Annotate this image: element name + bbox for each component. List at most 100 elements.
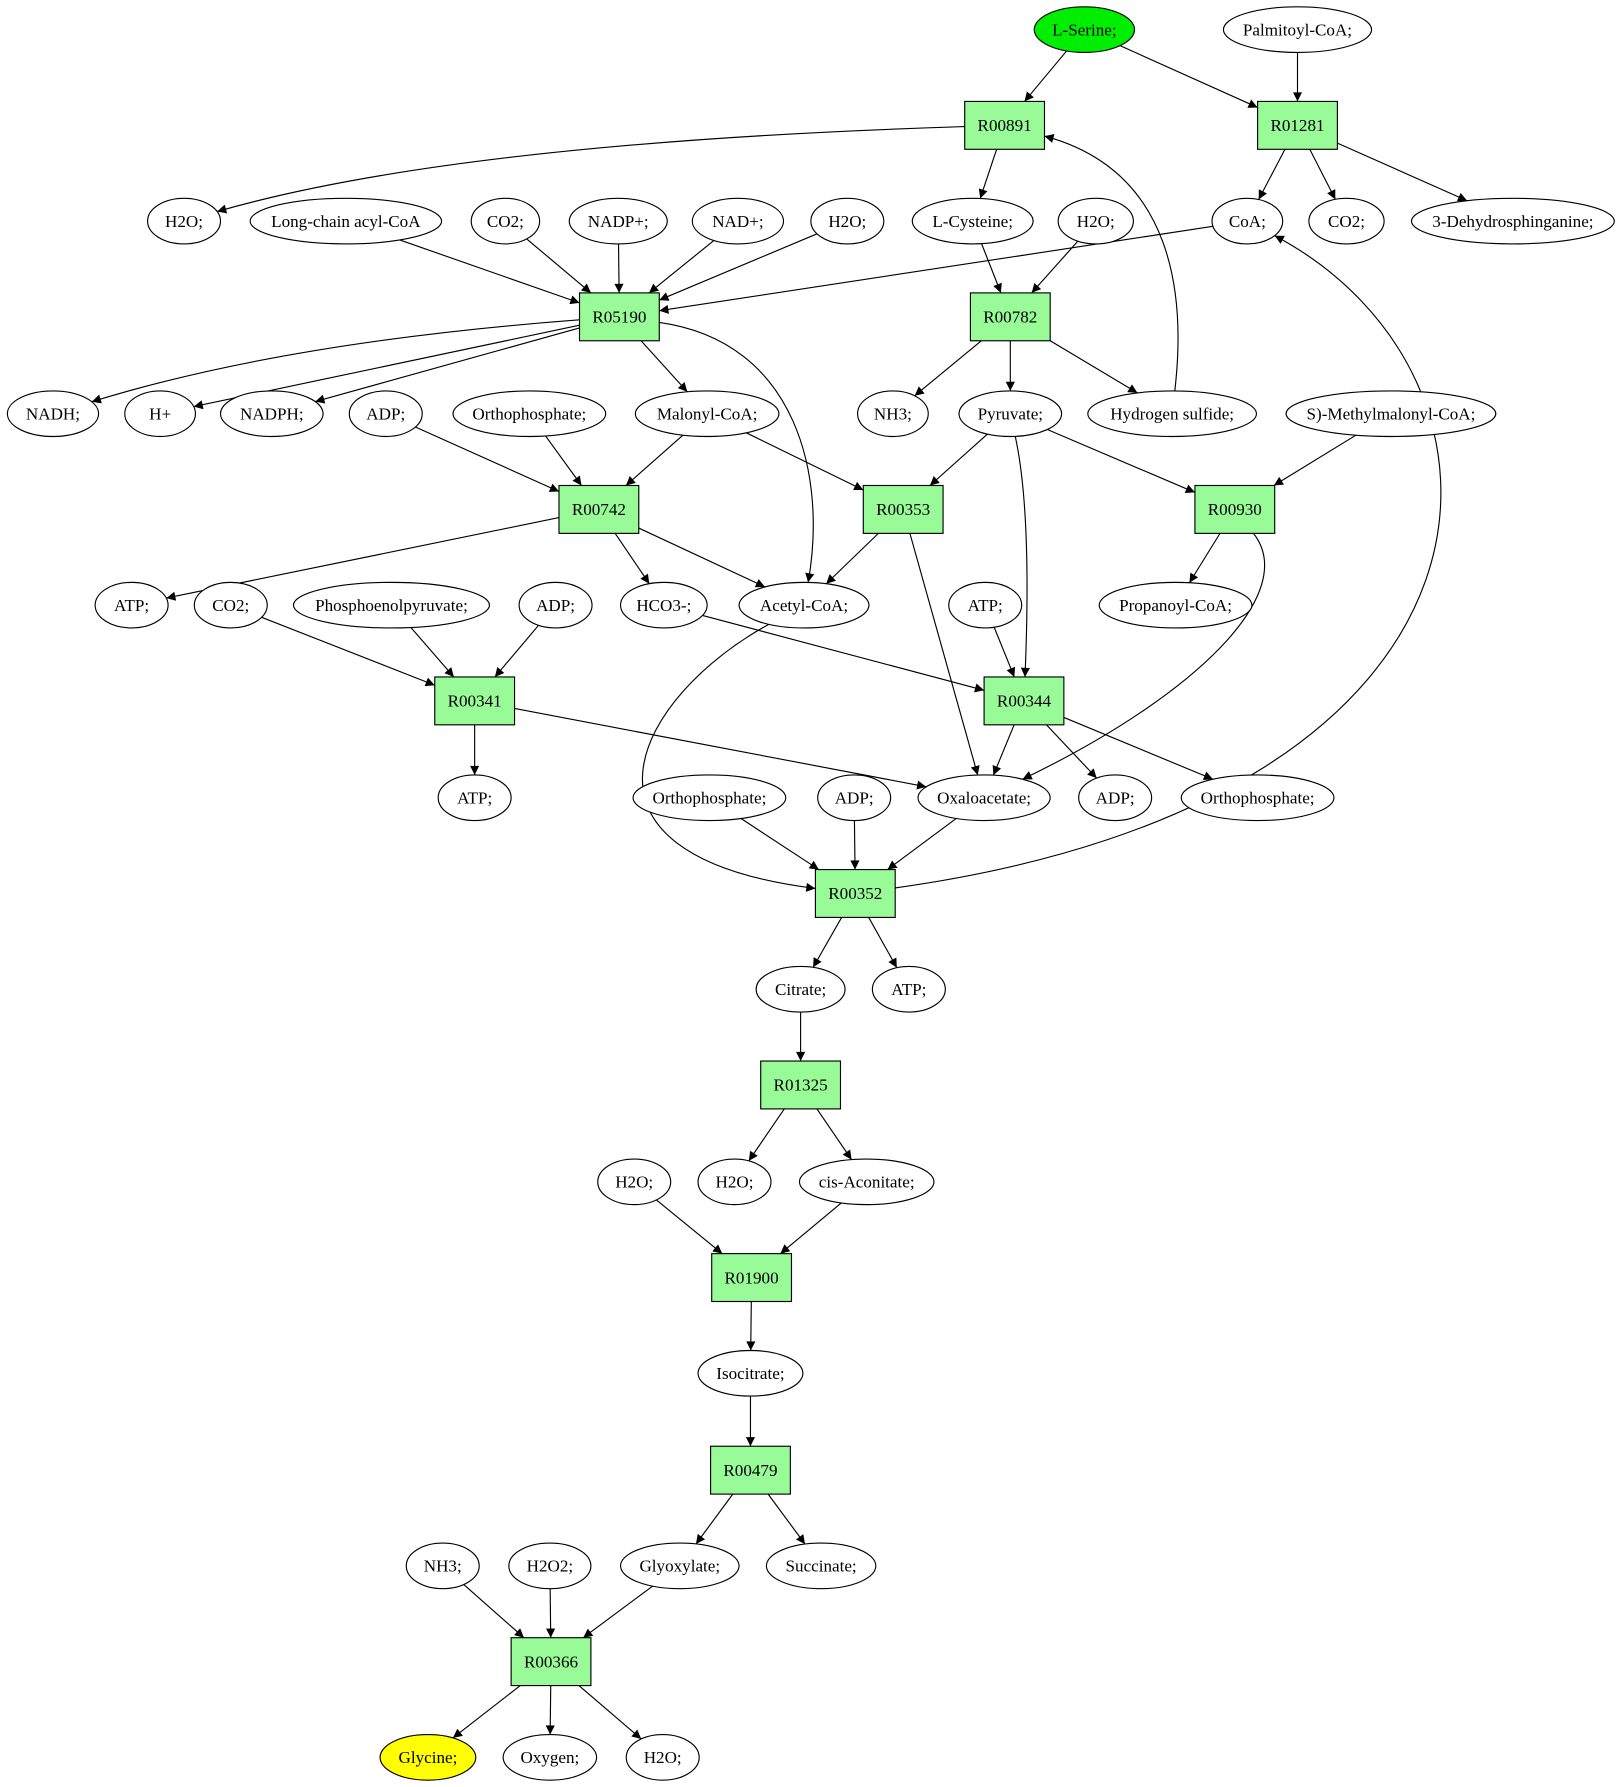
reaction-node-R00479[interactable]: R00479 xyxy=(709,1445,791,1495)
compound-node-co2_1[interactable]: CO2; xyxy=(470,197,541,245)
compound-node-h2o_6[interactable]: H2O; xyxy=(625,1734,700,1781)
compound-ellipse xyxy=(568,197,668,245)
reaction-node-R00366[interactable]: R00366 xyxy=(510,1637,592,1687)
compound-node-h2o_3[interactable]: H2O; xyxy=(1057,197,1134,245)
reaction-node-R00891[interactable]: R00891 xyxy=(964,100,1046,150)
compound-node-adp_4[interactable]: ADP; xyxy=(1078,774,1153,822)
compound-node-serine[interactable]: L-Serine; xyxy=(1033,6,1136,53)
compound-ellipse xyxy=(871,965,946,1013)
compound-node-nh3_1[interactable]: NH3; xyxy=(857,390,929,438)
compound-node-nh3_2[interactable]: NH3; xyxy=(405,1542,480,1590)
compound-node-cisacon[interactable]: cis-Aconitate; xyxy=(798,1158,935,1206)
compound-node-adp_2[interactable]: ADP; xyxy=(518,581,593,629)
reaction-box xyxy=(510,1637,592,1687)
node-label: Hydrogen sulfide; xyxy=(1110,404,1234,423)
reaction-node-R00344[interactable]: R00344 xyxy=(983,676,1065,726)
edge-R00352-to-atp_4 xyxy=(868,917,898,968)
node-label: H+ xyxy=(149,404,171,423)
compound-ellipse xyxy=(470,197,541,245)
reaction-node-R01325[interactable]: R01325 xyxy=(760,1060,842,1110)
compound-node-h2o_2[interactable]: H2O; xyxy=(810,197,885,245)
reaction-node-R00352[interactable]: R00352 xyxy=(814,868,896,919)
compound-node-atp_4[interactable]: ATP; xyxy=(871,965,946,1013)
compound-node-nad[interactable]: NAD+; xyxy=(691,197,785,245)
compound-node-pep[interactable]: Phosphoenolpyruvate; xyxy=(292,581,491,629)
compound-node-propanoyl[interactable]: Propanoyl-CoA; xyxy=(1098,581,1253,629)
compound-ellipse xyxy=(958,390,1063,438)
edge-atp_2-to-R00344 xyxy=(993,627,1016,678)
compound-node-glycine[interactable]: Glycine; xyxy=(379,1734,477,1781)
compound-node-adp_3[interactable]: ADP; xyxy=(817,774,892,822)
compound-node-ortho_2[interactable]: Orthophosphate; xyxy=(632,774,787,822)
compound-node-lcacoa[interactable]: Long-chain acyl-CoA xyxy=(249,197,443,245)
compound-node-atp_3[interactable]: ATP; xyxy=(437,774,512,822)
reaction-node-R00353[interactable]: R00353 xyxy=(862,484,944,534)
reaction-node-R05190[interactable]: R05190 xyxy=(578,292,660,342)
compound-node-atp_2[interactable]: ATP; xyxy=(948,581,1023,629)
reaction-node-R00782[interactable]: R00782 xyxy=(969,292,1051,342)
compound-node-hplus[interactable]: H+ xyxy=(124,390,197,438)
reaction-node-R00742[interactable]: R00742 xyxy=(558,484,640,534)
reaction-box xyxy=(578,292,660,342)
reaction-box xyxy=(709,1445,791,1495)
compound-node-oxalo[interactable]: Oxaloacetate; xyxy=(917,774,1051,822)
edge-ortho_1-to-R00742 xyxy=(545,435,582,486)
node-label: R00782 xyxy=(983,308,1037,327)
compound-node-h2o_5[interactable]: H2O; xyxy=(697,1158,772,1206)
reaction-node-R01281[interactable]: R01281 xyxy=(1257,100,1338,150)
compound-node-co2_2[interactable]: CO2; xyxy=(1308,197,1385,245)
edge-R01281-to-dehydro xyxy=(1337,142,1468,202)
node-label: H2O; xyxy=(716,1173,754,1192)
node-label: Malonyl-CoA; xyxy=(657,404,758,423)
reaction-node-R00341[interactable]: R00341 xyxy=(434,676,516,726)
compound-node-pyruvate[interactable]: Pyruvate; xyxy=(958,390,1063,438)
compound-node-malonyl[interactable]: Malonyl-CoA; xyxy=(634,390,780,438)
compound-node-nadp[interactable]: NADP+; xyxy=(568,197,668,245)
compound-node-succ[interactable]: Succinate; xyxy=(765,1542,877,1590)
edge-R01281-to-co2_2 xyxy=(1309,149,1336,200)
compound-node-glyox[interactable]: Glyoxylate; xyxy=(619,1542,740,1590)
compound-node-dehydro[interactable]: 3-Dehydrosphinganine; xyxy=(1410,197,1615,245)
compound-node-nadph[interactable]: NADPH; xyxy=(219,390,324,438)
compound-node-adp_1[interactable]: ADP; xyxy=(348,390,423,438)
compound-ellipse xyxy=(124,390,197,438)
compound-node-coa[interactable]: CoA; xyxy=(1211,197,1284,245)
compound-node-h2s[interactable]: Hydrogen sulfide; xyxy=(1087,390,1258,438)
compound-ellipse xyxy=(1308,197,1385,245)
edge-h2o_2-to-R05190 xyxy=(659,233,818,301)
compound-node-ortho_1[interactable]: Orthophosphate; xyxy=(452,390,607,438)
edge-ortho_2-to-R00352 xyxy=(740,818,820,871)
compound-ellipse xyxy=(619,1542,740,1590)
edge-R00782-to-h2s xyxy=(1049,340,1138,394)
compound-node-nadh[interactable]: NADH; xyxy=(6,390,100,438)
compound-node-acetyl[interactable]: Acetyl-CoA; xyxy=(738,581,870,629)
node-label: R00891 xyxy=(978,116,1032,135)
compound-node-atp_1[interactable]: ATP; xyxy=(94,581,169,629)
compound-node-co2_3[interactable]: CO2; xyxy=(193,581,268,629)
node-label: R00366 xyxy=(524,1652,579,1671)
edge-R00930-to-propanoyl xyxy=(1188,533,1221,584)
compound-ellipse xyxy=(1098,581,1253,629)
compound-node-lcys[interactable]: L-Cysteine; xyxy=(911,197,1034,245)
compound-node-h2o_4[interactable]: H2O; xyxy=(597,1158,672,1206)
compound-node-citrate[interactable]: Citrate; xyxy=(755,965,846,1013)
edge-R00366-to-h2o_6 xyxy=(578,1685,642,1740)
reaction-node-R00930[interactable]: R00930 xyxy=(1194,484,1276,534)
edge-R00366-to-glycine xyxy=(452,1685,521,1739)
compound-node-smeth[interactable]: S)-Methylmalonyl-CoA; xyxy=(1285,390,1497,438)
reaction-node-R01900[interactable]: R01900 xyxy=(711,1253,793,1303)
compound-node-palm[interactable]: Palmitoyl-CoA; xyxy=(1222,6,1373,53)
compound-node-h2o_1[interactable]: H2O; xyxy=(147,197,222,245)
compound-node-oxygen[interactable]: Oxygen; xyxy=(502,1734,598,1781)
compound-node-ortho_3[interactable]: Orthophosphate; xyxy=(1180,774,1335,822)
node-label: R00344 xyxy=(997,692,1052,711)
compound-ellipse xyxy=(1057,197,1134,245)
edge-h2o_3-to-R00782 xyxy=(1031,240,1079,294)
compound-node-hco3[interactable]: HCO3-; xyxy=(619,581,708,629)
compound-node-h2o2[interactable]: H2O2; xyxy=(508,1542,592,1590)
compound-node-isocit[interactable]: Isocitrate; xyxy=(697,1349,804,1397)
node-label: NAD+; xyxy=(712,212,763,231)
node-label: R05190 xyxy=(592,308,646,327)
reaction-box xyxy=(711,1253,793,1303)
